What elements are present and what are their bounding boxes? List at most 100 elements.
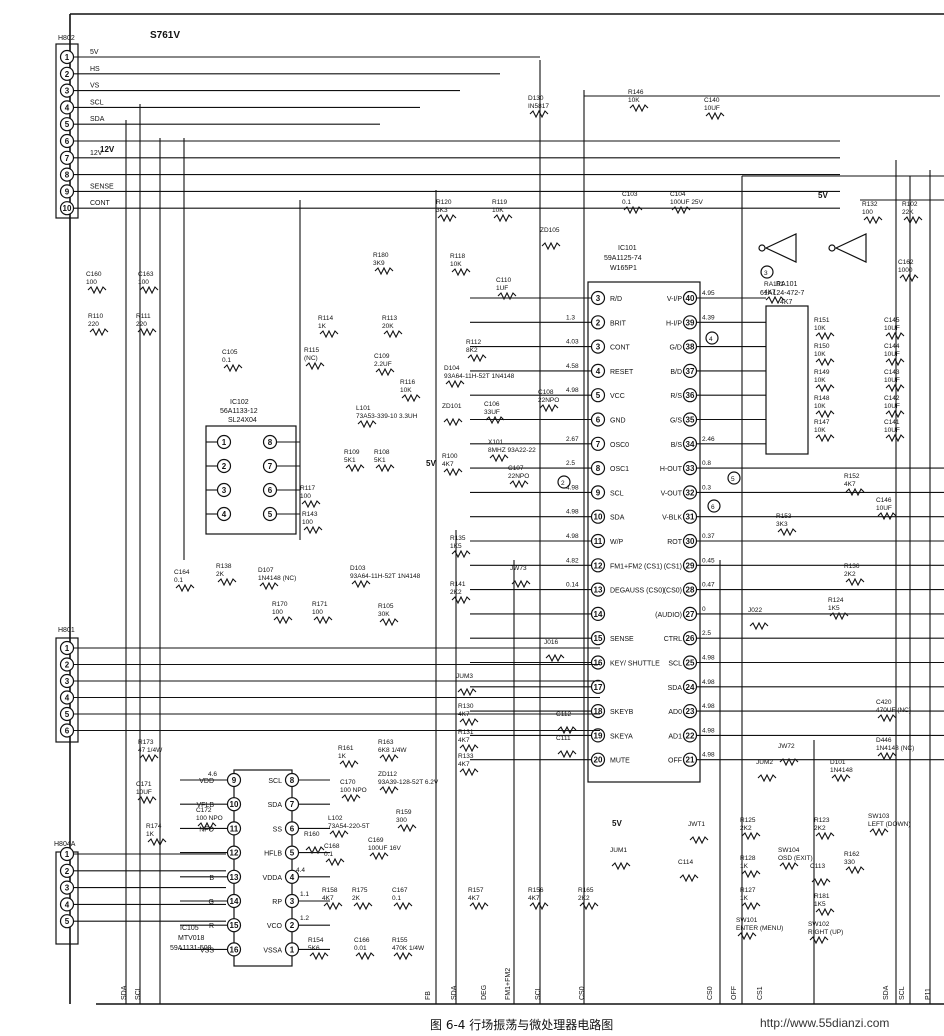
pin-number: 9 [65, 187, 70, 196]
component-value: 93A39-128-52T 6.2V [378, 779, 439, 786]
ic105-pin-name: HFLB [264, 851, 282, 858]
component-value: 0.1 [174, 577, 183, 584]
component-ref: C140 [704, 97, 720, 104]
component-value: 2.2UF [374, 361, 392, 368]
net-12v: 12V [100, 145, 115, 154]
net-5v-b: 5V [612, 819, 622, 828]
ra101-ref: RA101 [776, 281, 798, 288]
pin-number: 1 [222, 438, 227, 447]
figure-caption: 图 6-4 行场振荡与微处理器电路图 [430, 1018, 614, 1032]
ic102-pin-8: 8 [262, 434, 278, 450]
component-ref: R119 [492, 199, 507, 206]
ic101-pin-name: DEGAUSS (CS0) [610, 588, 664, 595]
bottom-label: DEG [481, 985, 488, 1000]
ic102-pin-3: 3 [216, 482, 232, 498]
bottom-label: FM1+FM2 [505, 968, 512, 1000]
pin-number: 14 [594, 610, 603, 619]
component-value: 2K2 [814, 825, 826, 832]
component-value: 10K [814, 403, 826, 410]
component-ref: R131 [458, 729, 474, 736]
bottom-label: FB [425, 991, 432, 1000]
ic105-part: MTV018 [178, 935, 205, 942]
ic105-pin-14: 14 [226, 893, 242, 909]
pin-number: 4 [596, 367, 601, 376]
pin-number: 24 [686, 683, 695, 692]
component-value: 1N4148 (NC) [258, 575, 296, 582]
component-value: 100 NPO [196, 815, 223, 822]
component-ref: C105 [222, 349, 238, 356]
component-value: LEFT (DOWN) [868, 821, 911, 828]
ic101-chip: W165P1 [610, 265, 637, 272]
component-ref: C143 [884, 369, 900, 376]
ic105-pin-name: B [209, 875, 214, 882]
component-ref: D101 [830, 759, 846, 766]
pin-number: 16 [230, 945, 239, 954]
ic105-pin-4: 4 [284, 869, 300, 884]
ic101-pin-name: SCL [668, 661, 682, 668]
component-ref: R154 [308, 937, 324, 944]
component-ref: R111 [136, 313, 151, 320]
ic101-pin-voltage: 4.98 [566, 387, 579, 394]
ic101-pin-26-right: 26 [682, 631, 698, 646]
h802-signal-10: CONT [90, 200, 111, 207]
ic101-pin-31-right: 31 [682, 509, 698, 524]
component-value: 1N4148 [830, 767, 853, 774]
ic101-pin-8-left: 8 [590, 461, 606, 476]
component-ref: R153 [776, 513, 792, 520]
component-value: 93A64-11H-52T 1N4148 [444, 373, 515, 380]
pin-number: 11 [230, 824, 239, 833]
component-ref: R118 [450, 253, 465, 260]
ic105-pin-7: 7 [284, 797, 300, 812]
ic101-pin-name: SKEYB [610, 709, 634, 716]
ic102-pin-5: 5 [262, 506, 278, 522]
pin-number: 33 [686, 464, 695, 473]
component-ref: R135 [450, 535, 466, 542]
ic101-pin-voltage: 4.98 [702, 703, 715, 710]
h802-pin-9: 9 [59, 184, 75, 199]
component-ref: R113 [382, 315, 397, 322]
component-value: 1K [318, 323, 327, 330]
net-44: 4.4 [296, 867, 305, 874]
component-value: 1K5 [828, 605, 840, 612]
bottom-label: SCL [899, 986, 906, 1000]
component-value: 10UF [884, 325, 900, 332]
component-jum1: JUM1 [610, 847, 631, 871]
pin-number: 18 [594, 707, 603, 716]
pin-number: 6 [268, 486, 273, 495]
component-ref: C113 [810, 863, 825, 870]
component-ref: R150 [814, 343, 830, 350]
component-value: 8K2 [466, 347, 478, 354]
component-ref: R174 [146, 823, 162, 830]
ic101-pin-6-left: 6 [590, 412, 606, 427]
component-jw72: JW72 [778, 743, 799, 767]
component-value: 2K2 [578, 895, 590, 902]
pin-number: 35 [686, 416, 695, 425]
component-ref: R117 [300, 485, 315, 492]
component-value: 10UF [136, 789, 152, 796]
ic101-pin-36-right: 36 [682, 388, 698, 403]
component-value: 93A64-11H-52T 1N4148 [350, 573, 421, 580]
component-value: 4K7 [764, 289, 776, 296]
pin-number: 8 [290, 776, 295, 785]
component-value: 10K [400, 387, 412, 394]
h802-pin-10: 10 [59, 201, 75, 216]
component-ref: R105 [378, 603, 394, 610]
component-ref: R115 [304, 347, 319, 354]
pin-number: 2 [222, 462, 227, 471]
